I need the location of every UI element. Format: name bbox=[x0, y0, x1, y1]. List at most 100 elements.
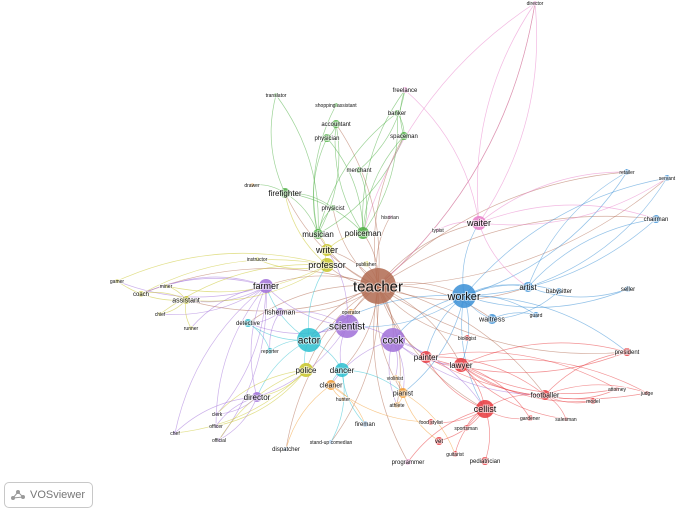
node-artist[interactable] bbox=[523, 282, 533, 292]
node-babysitter[interactable] bbox=[556, 288, 562, 294]
node-scientist[interactable] bbox=[335, 314, 359, 338]
node-label-dispatcher[interactable]: dispatcher bbox=[271, 446, 301, 454]
node-label-guitarist[interactable]: guitarist bbox=[445, 451, 465, 459]
node-label-artist[interactable]: artist bbox=[518, 282, 538, 293]
node-label-fireman[interactable]: fireman bbox=[354, 421, 376, 429]
node-label-babysitter[interactable]: babysitter bbox=[545, 288, 573, 296]
node-label-farmer[interactable]: farmer bbox=[252, 280, 280, 292]
node-label-coach[interactable]: coach bbox=[132, 291, 150, 299]
node-label-servant[interactable]: servant bbox=[658, 175, 677, 183]
node-label-freelance[interactable]: freelance bbox=[392, 87, 419, 95]
node-label-actor[interactable]: actor bbox=[297, 335, 322, 348]
node-reporter[interactable] bbox=[267, 348, 273, 354]
node-vet[interactable] bbox=[435, 437, 443, 445]
node-label-stand-up-comedian[interactable]: stand-up comedian bbox=[309, 439, 354, 447]
node-pediatrician[interactable] bbox=[481, 457, 489, 465]
node-chief[interactable] bbox=[158, 312, 162, 316]
node-label-official[interactable]: official bbox=[211, 437, 227, 445]
node-label-policeman[interactable]: policeman bbox=[344, 228, 382, 239]
node-spaceman[interactable] bbox=[400, 132, 408, 140]
node-label-professor[interactable]: professor bbox=[307, 259, 347, 271]
node-pianist[interactable] bbox=[398, 388, 408, 398]
node-label-police[interactable]: police bbox=[295, 365, 318, 376]
node-label-gamer[interactable]: gamer bbox=[109, 278, 126, 286]
node-gamer[interactable] bbox=[115, 279, 119, 283]
node-label-food-stylist[interactable]: food stylist bbox=[418, 419, 444, 427]
node-detective[interactable] bbox=[244, 319, 252, 327]
node-label-spaceman[interactable]: spaceman bbox=[389, 133, 419, 141]
node-waiter[interactable] bbox=[472, 216, 486, 230]
node-accountant[interactable] bbox=[332, 120, 340, 128]
node-shopping-assistant[interactable] bbox=[334, 103, 338, 107]
node-violinist[interactable] bbox=[392, 375, 398, 381]
node-runner[interactable] bbox=[189, 326, 193, 330]
node-servant[interactable] bbox=[664, 175, 670, 181]
node-dancer[interactable] bbox=[335, 363, 349, 377]
node-label-clerk[interactable]: clerk bbox=[211, 411, 224, 419]
node-firefighter[interactable] bbox=[280, 188, 290, 198]
node-waitress[interactable] bbox=[487, 314, 497, 324]
node-label-cook[interactable]: cook bbox=[381, 335, 405, 348]
node-label-banker[interactable]: banker bbox=[387, 110, 407, 118]
node-label-firefighter[interactable]: firefighter bbox=[267, 188, 303, 199]
node-cleaner[interactable] bbox=[326, 380, 336, 390]
node-label-translator[interactable]: translator bbox=[265, 92, 288, 100]
node-label-director[interactable]: director bbox=[526, 0, 545, 8]
node-label-drawer[interactable]: drawer bbox=[243, 182, 261, 190]
node-typist[interactable] bbox=[436, 228, 440, 232]
node-actor[interactable] bbox=[297, 328, 321, 352]
node-stand-up-comedian[interactable] bbox=[329, 440, 333, 444]
node-retailer[interactable] bbox=[624, 169, 630, 175]
node-miner[interactable] bbox=[164, 284, 168, 288]
node-chairman[interactable] bbox=[652, 215, 660, 223]
node-clerk[interactable] bbox=[215, 412, 219, 416]
node-label-chairman[interactable]: chairman bbox=[643, 216, 670, 224]
node-label-accountant[interactable]: accountant bbox=[320, 121, 352, 129]
node-label-judge[interactable]: judge bbox=[639, 390, 654, 398]
node-professor[interactable] bbox=[320, 258, 334, 272]
node-label-operator[interactable]: operator bbox=[341, 309, 362, 317]
node-fireman[interactable] bbox=[362, 421, 368, 427]
node-attorney[interactable] bbox=[615, 387, 619, 391]
node-label-seller[interactable]: seller bbox=[620, 286, 636, 294]
node-cellist[interactable] bbox=[476, 400, 494, 418]
node-label-sportsman[interactable]: sportsman bbox=[453, 425, 479, 433]
node-merchant[interactable] bbox=[356, 167, 362, 173]
node-cook[interactable] bbox=[381, 328, 405, 352]
node-label-programmer[interactable]: programmer bbox=[391, 459, 426, 467]
node-banker[interactable] bbox=[394, 110, 400, 116]
node-police[interactable] bbox=[299, 363, 313, 377]
node-president[interactable] bbox=[623, 348, 631, 356]
node-label-shopping-assistant[interactable]: shopping assistant bbox=[314, 102, 358, 110]
node-label-vet[interactable]: vet bbox=[434, 438, 444, 446]
node-label-hunter[interactable]: hunter bbox=[335, 396, 352, 404]
node-label-writer[interactable]: writer bbox=[314, 244, 339, 256]
node-label-miner[interactable]: miner bbox=[159, 283, 174, 291]
node-label-lawyer[interactable]: lawyer bbox=[448, 360, 473, 371]
node-label-fisherman[interactable]: fisherman bbox=[264, 308, 297, 317]
node-label-painter[interactable]: painter bbox=[413, 352, 440, 363]
node-label-instructor[interactable]: instructor bbox=[246, 256, 269, 264]
node-fisherman[interactable] bbox=[276, 308, 284, 316]
node-seller[interactable] bbox=[625, 286, 631, 292]
node-musician[interactable] bbox=[313, 229, 323, 239]
node-label-director[interactable]: director bbox=[243, 392, 272, 403]
node-programmer[interactable] bbox=[405, 459, 411, 465]
node-policeman[interactable] bbox=[357, 227, 369, 239]
node-farmer[interactable] bbox=[259, 279, 273, 293]
node-athlete[interactable] bbox=[394, 402, 400, 408]
node-label-waitress[interactable]: waitress bbox=[477, 315, 506, 324]
node-label-detective[interactable]: detective bbox=[235, 320, 262, 328]
node-guard[interactable] bbox=[533, 312, 539, 318]
node-footballer[interactable] bbox=[540, 390, 550, 400]
node-label-chief[interactable]: chief bbox=[154, 311, 167, 319]
node-label-retailer[interactable]: retailer bbox=[618, 169, 636, 177]
node-label-musician[interactable]: musician bbox=[301, 229, 335, 240]
node-teacher[interactable] bbox=[360, 268, 396, 304]
node-label-violinist[interactable]: violinist bbox=[386, 375, 405, 383]
node-officer[interactable] bbox=[214, 424, 218, 428]
node-biologist[interactable] bbox=[464, 335, 470, 341]
node-lawyer[interactable] bbox=[454, 358, 468, 372]
node-label-physician[interactable]: physician bbox=[313, 135, 340, 143]
